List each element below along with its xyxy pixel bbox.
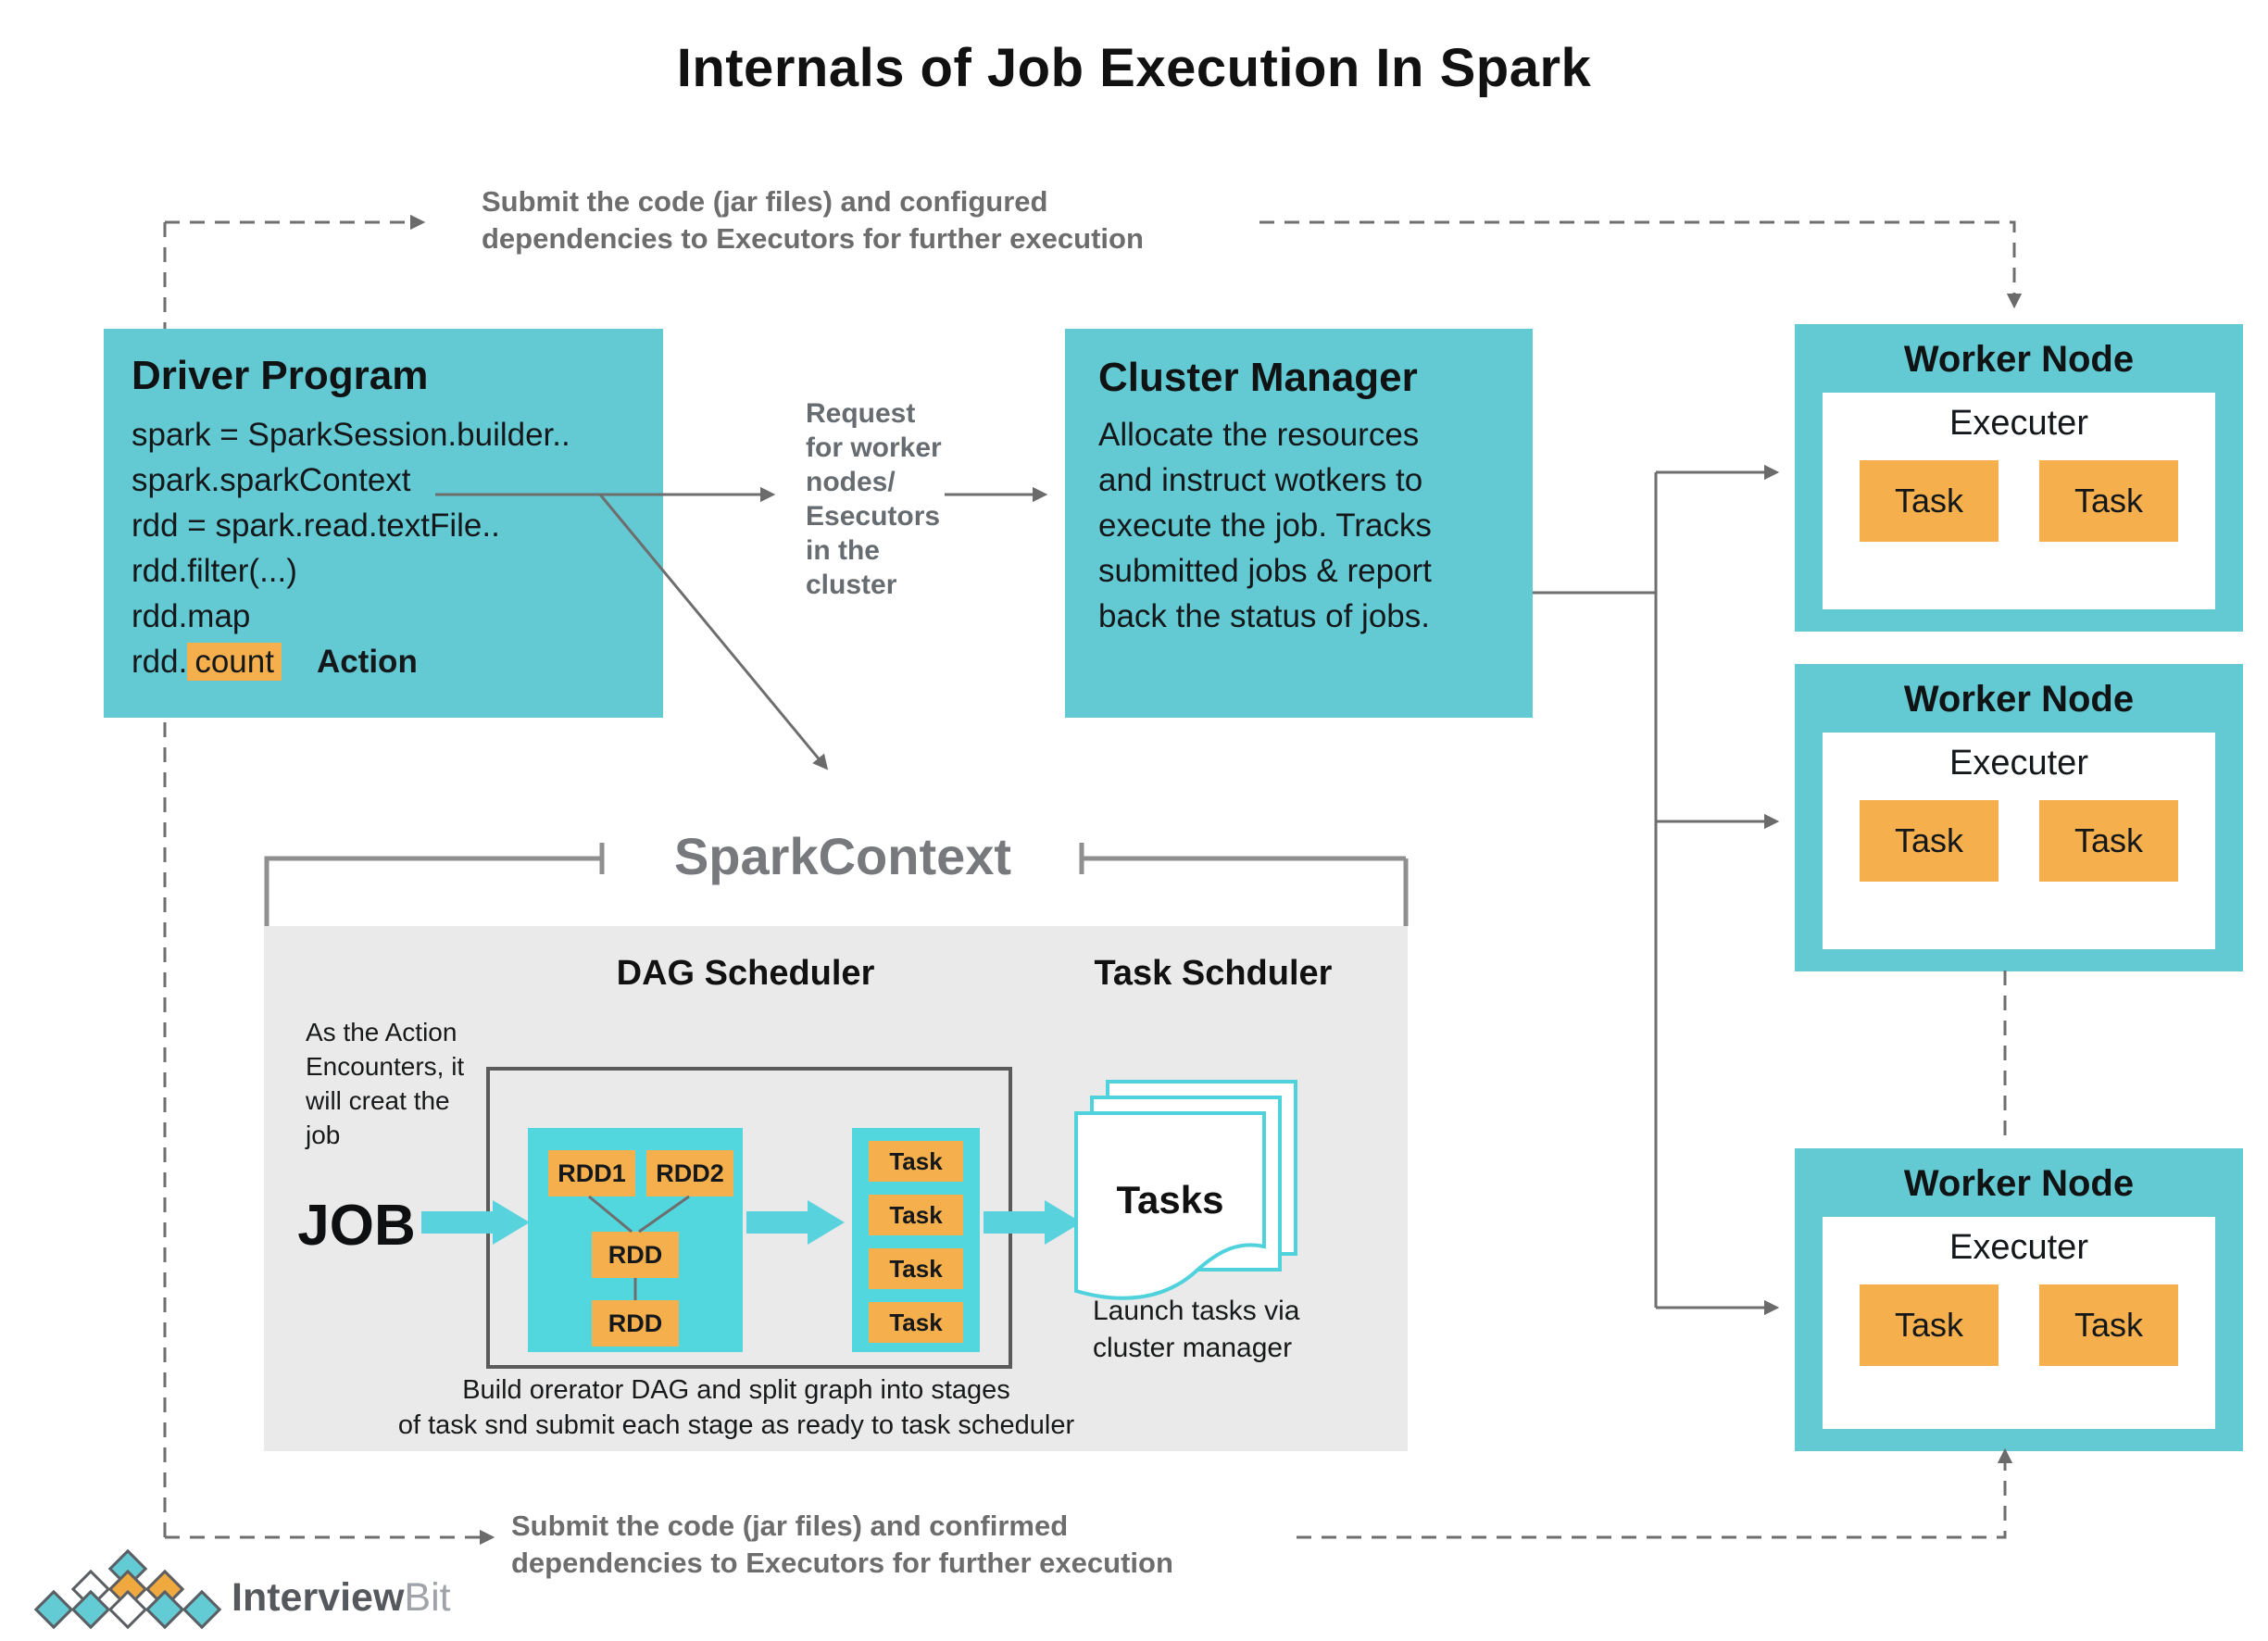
bottom-flow-annotation: Submit the code (jar files) and confirme… [511, 1508, 1173, 1582]
request-line: Esecutors [806, 501, 941, 532]
top-flow-line1: Submit the code (jar files) and configur… [482, 185, 1048, 218]
bottom-flow-line2: dependencies to Executors for further ex… [511, 1547, 1173, 1579]
request-line: for worker [806, 432, 942, 463]
launch-tasks-note: Launch tasks via cluster manager [1093, 1293, 1299, 1367]
cluster-text-line: execute the job. Tracks [1098, 507, 1432, 544]
top-flow-line2: dependencies to Executors for further ex… [482, 222, 1144, 255]
code-line: spark.sparkContext [132, 462, 411, 498]
cluster-manager-description: Allocate the resources and instruct wotk… [1065, 401, 1533, 639]
worker-node-title: Worker Node [1903, 679, 2135, 720]
rdd2-box: RDD2 [646, 1150, 733, 1196]
tasks-document-label: Tasks [1116, 1178, 1224, 1221]
job-label: JOB [297, 1194, 416, 1258]
dag-caption-line: of task snd submit each stage as ready t… [397, 1410, 1075, 1440]
logo-text-secondary: Bit [404, 1575, 451, 1620]
driver-program-box: Driver Program spark = SparkSession.buil… [104, 329, 663, 718]
rdd-bottom-box: RDD [592, 1300, 679, 1347]
rdd1-box: RDD1 [548, 1150, 635, 1196]
code-line: rdd.map [132, 598, 251, 634]
cluster-text-line: and instruct wotkers to [1098, 462, 1423, 498]
logo-diamond [33, 1589, 74, 1630]
dag-note: As the Action Encounters, it will creat … [306, 1015, 464, 1152]
request-line: cluster [806, 570, 897, 600]
request-annotation: Request for worker nodes/ Esecutors in t… [806, 396, 942, 602]
action-label: Action [316, 644, 418, 680]
cluster-text-line: back the status of jobs. [1098, 598, 1430, 634]
executor-box: Executer Task Task [1823, 1217, 2215, 1429]
task-row: Task Task [1823, 800, 2215, 882]
task-box: Task [2039, 1284, 2178, 1366]
dag-note-line: will creat the [306, 1086, 450, 1115]
driver-program-title: Driver Program [132, 353, 429, 398]
dag-note-line: job [306, 1121, 341, 1149]
task-scheduler-heading: Task Schduler [1094, 954, 1333, 993]
task-box: Task [1860, 800, 1999, 882]
task-item: Task [869, 1141, 963, 1182]
code-line-action: rdd.count Action [132, 639, 663, 684]
worker-node-3: Worker Node Executer Task Task [1795, 1148, 2243, 1451]
task-box: Task [1860, 1284, 1999, 1366]
worker-node-title: Worker Node [1903, 339, 2135, 380]
executor-label: Executer [1949, 744, 2088, 783]
executor-box: Executer Task Task [1823, 393, 2215, 609]
bottom-flow-line1: Submit the code (jar files) and confirme… [511, 1509, 1069, 1542]
task-box: Task [1860, 460, 1999, 542]
cluster-manager-title: Cluster Manager [1098, 355, 1418, 400]
dag-caption-line: Build orerator DAG and split graph into … [462, 1375, 1010, 1405]
driver-code-block: spark = SparkSession.builder.. spark.spa… [104, 399, 663, 684]
logo-text: InterviewBit [232, 1575, 451, 1621]
code-prefix: rdd. [132, 644, 188, 680]
sparkcontext-title: SparkContext [673, 827, 1012, 885]
worker-node-title: Worker Node [1903, 1163, 2135, 1204]
cluster-manager-box: Cluster Manager Allocate the resources a… [1065, 329, 1533, 718]
interviewbit-logo: InterviewBit [33, 1548, 595, 1638]
count-highlight: count [187, 643, 282, 681]
launch-note-line: cluster manager [1093, 1333, 1293, 1363]
dag-scheduler-heading: DAG Scheduler [616, 954, 875, 993]
task-box: Task [2039, 800, 2178, 882]
request-line: in the [806, 535, 880, 566]
task-box: Task [2039, 460, 2178, 542]
worker-node-2: Worker Node Executer Task Task [1795, 664, 2243, 971]
page-title: Internals of Job Execution In Spark [676, 38, 1592, 98]
executor-label: Executer [1949, 404, 2088, 443]
task-item: Task [869, 1248, 963, 1289]
request-line: nodes/ [806, 467, 896, 497]
task-row: Task Task [1823, 460, 2215, 542]
executor-label: Executer [1949, 1228, 2088, 1267]
request-line: Request [806, 398, 916, 429]
rdd-mid-box: RDD [592, 1232, 679, 1278]
launch-note-line: Launch tasks via [1093, 1296, 1300, 1326]
logo-text-primary: Interview [232, 1575, 405, 1620]
dag-caption: Build orerator DAG and split graph into … [282, 1372, 1190, 1443]
cluster-text-line: Allocate the resources [1098, 417, 1420, 453]
code-line: rdd = spark.read.textFile.. [132, 507, 500, 544]
dag-note-line: Encounters, it [306, 1052, 465, 1081]
executor-box: Executer Task Task [1823, 733, 2215, 949]
code-line: rdd.filter(...) [132, 553, 297, 589]
code-line: spark = SparkSession.builder.. [132, 417, 570, 453]
dag-note-line: As the Action [306, 1018, 457, 1046]
top-flow-annotation: Submit the code (jar files) and configur… [482, 183, 1144, 257]
task-row: Task Task [1823, 1284, 2215, 1366]
cluster-text-line: submitted jobs & report [1098, 553, 1432, 589]
task-item: Task [869, 1302, 963, 1343]
task-item: Task [869, 1195, 963, 1235]
worker-node-1: Worker Node Executer Task Task [1795, 324, 2243, 632]
logo-diamond [182, 1589, 222, 1630]
